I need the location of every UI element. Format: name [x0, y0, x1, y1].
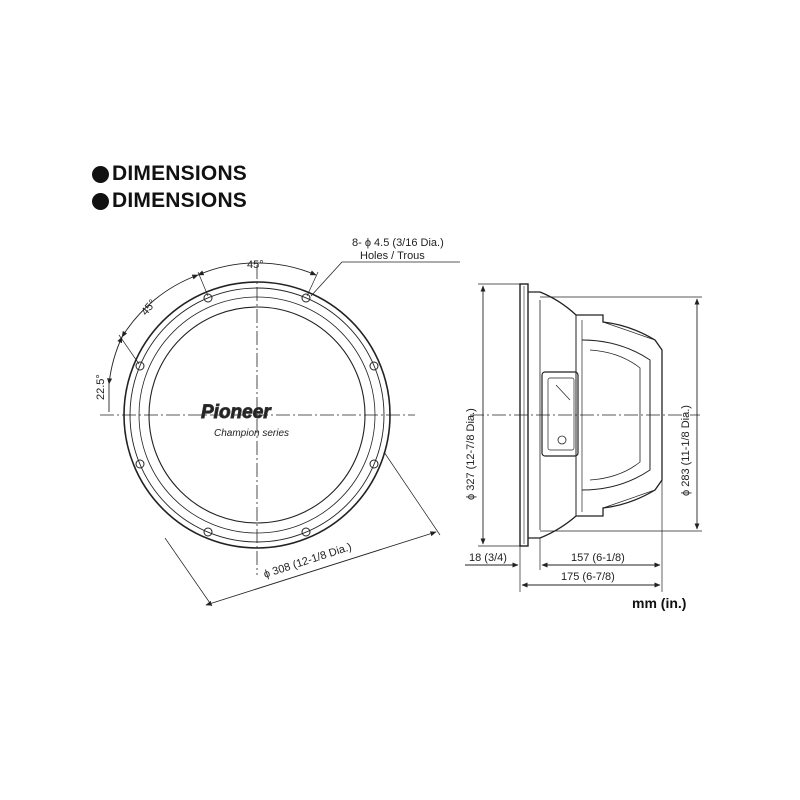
dimensions-heading: DIMENSIONS [92, 162, 247, 186]
flange-depth-label: 18 (3/4) [469, 552, 507, 564]
dimensions-heading: DIMENSIONS [92, 189, 247, 213]
mounting-hole [135, 361, 145, 371]
angle-arc-left [107, 336, 123, 385]
angle-arc-upper-left [121, 274, 199, 338]
total-depth-label: 175 (6-7/8) [561, 571, 615, 583]
angle-label-left: 22.5° [95, 374, 107, 400]
spoke-line [602, 489, 656, 509]
bullet-icon [92, 165, 109, 183]
frame-diameter-label: ϕ 327 (12-7/8 Dia.) [465, 408, 477, 500]
extension-line [197, 271, 209, 297]
front-view [100, 261, 460, 607]
unit-label: mm (in.) [632, 595, 687, 611]
mounting-hole [301, 293, 311, 303]
dimensions-heading-text: DIMENSIONS [112, 189, 248, 212]
holes-spec-label: 8- ϕ 4.5 (3/16 Dia.) [352, 237, 444, 249]
extension-line [118, 334, 140, 365]
logo-brand: Pioneer [201, 402, 272, 423]
mounting-hole [369, 361, 379, 371]
extension-line [306, 271, 319, 297]
extension-line [383, 451, 441, 536]
outer-diameter-dimension-line [205, 531, 437, 606]
basket-spokes [581, 339, 651, 491]
extension-line [164, 537, 213, 607]
spoke-line [602, 321, 656, 341]
logo-series: Champion series [214, 428, 289, 439]
bullet-icon [92, 192, 109, 210]
angle-label-upper-left: 45° [139, 297, 159, 317]
mounting-hole [203, 293, 213, 303]
dimensions-heading-text: DIMENSIONS [112, 162, 248, 185]
mounting-hole [369, 459, 379, 469]
side-view [465, 283, 702, 592]
mounting-holes [135, 293, 379, 537]
mount-depth-label: 157 (6-1/8) [571, 552, 625, 564]
motor-window [541, 371, 579, 457]
pioneer-logo: Pioneer Champion series [201, 402, 289, 439]
holes-leader [310, 261, 460, 297]
basket-outline [528, 291, 663, 539]
terminal-icon [557, 435, 567, 445]
front-flange [519, 283, 529, 547]
motor-window-inner [547, 377, 575, 451]
basket-spokes-inner [589, 349, 641, 481]
angle-label-top: 45° [247, 259, 264, 271]
holes-spec-sublabel: Holes / Trous [360, 250, 425, 262]
cone-ring [148, 306, 366, 524]
mounting-hole [135, 459, 145, 469]
cutout-diameter-label: ϕ 283 (11-1/8 Dia.) [680, 405, 692, 496]
motor-detail [555, 384, 571, 401]
angle-arc-top [197, 262, 317, 276]
